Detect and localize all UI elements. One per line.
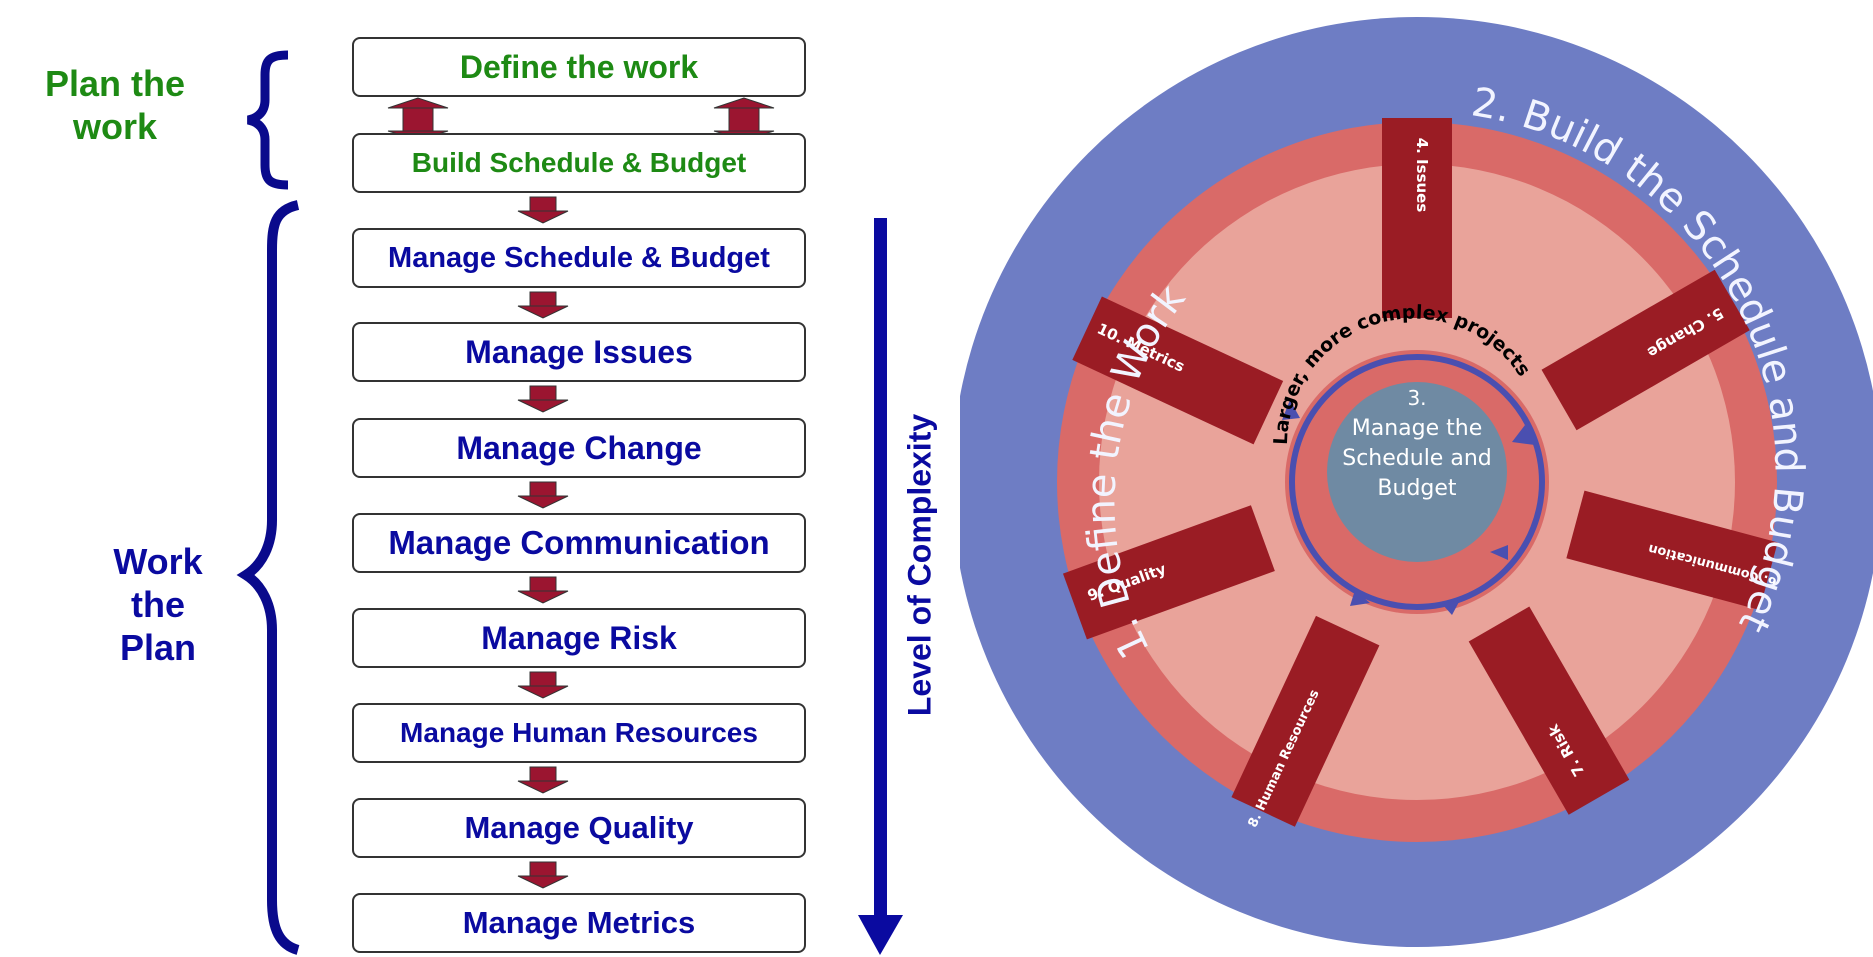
hub-line-1: Manage the xyxy=(1352,416,1483,441)
step-box-8: Manage Human Resources xyxy=(352,703,806,763)
step-box-5: Manage Change xyxy=(352,418,806,478)
step-label: Manage Communication xyxy=(388,524,770,561)
step-box-4: Manage Issues xyxy=(352,322,806,382)
step-label: Manage Risk xyxy=(481,619,677,656)
step-box-1: Define the work xyxy=(352,37,806,97)
orbit-arrowheads xyxy=(1282,400,1535,615)
step-label: Manage Human Resources xyxy=(400,717,758,748)
connector-arrow-3 xyxy=(517,385,569,413)
hub-orbit-arrow xyxy=(1289,354,1545,610)
plan-brace xyxy=(246,50,289,190)
connector-arrow-8 xyxy=(517,861,569,889)
spoke-7: 7. Risk xyxy=(1468,606,1630,815)
hub-line-2: Schedule and xyxy=(1342,446,1491,471)
spoke-4: 4. Issues xyxy=(1382,118,1452,318)
step-label: Manage Change xyxy=(456,429,702,466)
left-diagram-graphics xyxy=(236,50,903,955)
step-box-10: Manage Metrics xyxy=(352,893,806,953)
hub-line-3: Budget xyxy=(1377,476,1457,501)
spoke-label: 4. Issues xyxy=(1413,138,1431,213)
work-brace xyxy=(236,200,300,955)
step-box-2: Build Schedule & Budget xyxy=(352,133,806,193)
step-label: Manage Issues xyxy=(465,333,693,370)
connector-arrow-5 xyxy=(517,576,569,604)
step-label: Manage Quality xyxy=(464,810,694,845)
step-label: Define the work xyxy=(459,48,699,85)
connector-arrow-1 xyxy=(517,196,569,224)
complexity-arrow-head xyxy=(858,915,903,955)
work-the-plan-label: Work the Plan xyxy=(113,541,203,669)
spoke-6: 6. Communication xyxy=(1566,490,1779,611)
step-box-6: Manage Communication xyxy=(352,513,806,573)
step-label: Build Schedule & Budget xyxy=(411,147,747,178)
connector-arrow-7 xyxy=(517,766,569,794)
hub-number: 3. xyxy=(1407,386,1426,410)
step-label: Manage Metrics xyxy=(462,905,696,940)
connector-arrow-2 xyxy=(517,291,569,319)
spoke-10: 10. Metrics xyxy=(1072,296,1284,445)
plan-the-work-label: Plan the work xyxy=(44,63,186,148)
hub-circle xyxy=(1327,382,1507,562)
connector-arrow-4 xyxy=(517,481,569,509)
level-of-complexity-label: Level of Complexity xyxy=(901,413,938,717)
connector-arrow-6 xyxy=(517,671,569,699)
step-box-9: Manage Quality xyxy=(352,798,806,858)
step-label: Manage Schedule & Budget xyxy=(388,241,770,274)
spoke-9: 9. Quality xyxy=(1062,505,1275,640)
complexity-arrow-shaft xyxy=(874,218,887,918)
step-box-7: Manage Risk xyxy=(352,608,806,668)
step-box-3: Manage Schedule & Budget xyxy=(352,228,806,288)
